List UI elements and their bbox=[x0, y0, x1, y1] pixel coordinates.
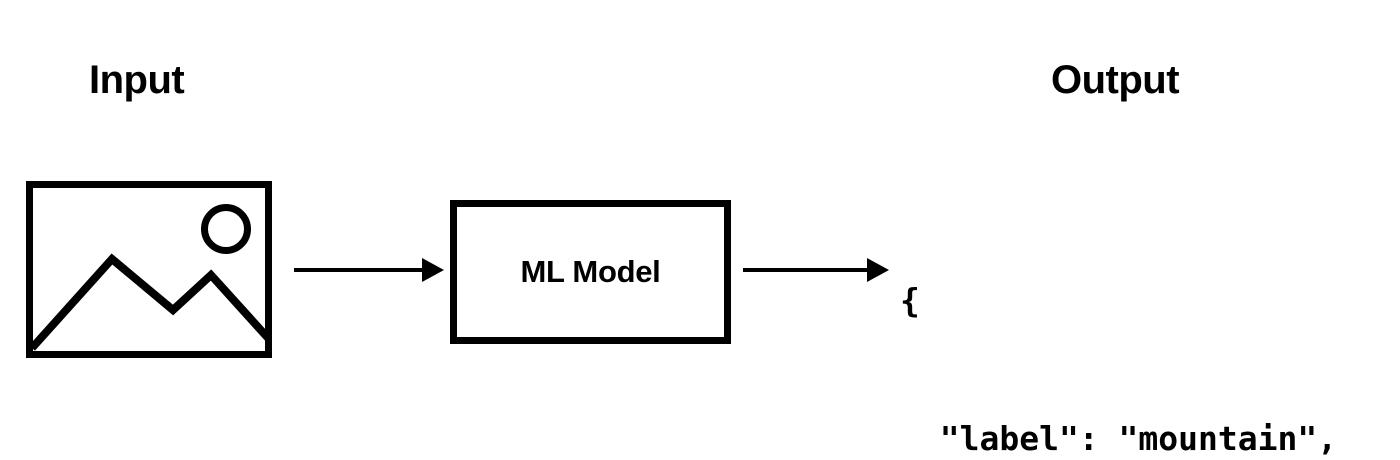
arrow-input-to-model bbox=[294, 250, 444, 290]
image-frame-rect bbox=[26, 181, 272, 358]
ml-model-box[interactable]: ML Model bbox=[450, 200, 731, 344]
sun-circle bbox=[201, 204, 251, 254]
page-title-output: Output bbox=[1051, 58, 1180, 102]
page-title-input: Input bbox=[89, 58, 185, 102]
json-line-label: "label": "mountain", bbox=[900, 419, 1338, 458]
arrow-model-to-output bbox=[743, 250, 889, 290]
output-json-block: { "label": "mountain", "probability": 0.… bbox=[900, 186, 1337, 460]
json-line-open-brace: { bbox=[900, 281, 920, 320]
ml-model-label: ML Model bbox=[520, 254, 661, 289]
mountain-polyline bbox=[29, 253, 271, 351]
image-placeholder-icon bbox=[26, 181, 272, 358]
